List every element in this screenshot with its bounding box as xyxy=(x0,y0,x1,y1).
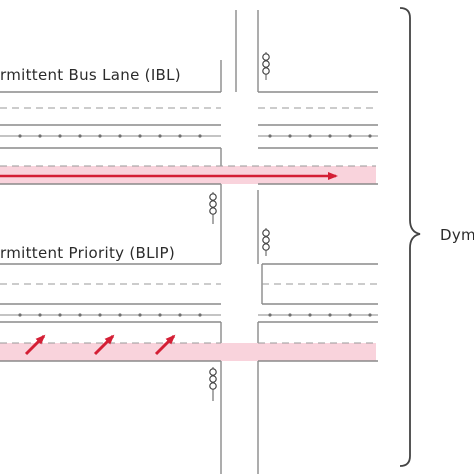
side-label: Dym xyxy=(440,226,474,244)
lane-marker-row xyxy=(0,134,378,138)
blip-bus-lane xyxy=(0,343,376,361)
traffic-signal-icon xyxy=(262,52,270,80)
traffic-signal-icon xyxy=(209,192,217,224)
lane-arrow-icon xyxy=(93,334,115,356)
lane-arrow-icon xyxy=(154,334,176,356)
ibl-label: rmittent Bus Lane (IBL) xyxy=(0,66,181,84)
blip-label: rmittent Priority (BLIP) xyxy=(0,244,175,262)
traffic-signal-icon xyxy=(209,367,217,401)
blip-section: rmittent Priority (BLIP) xyxy=(0,244,378,362)
lane-arrow-icon xyxy=(24,334,46,356)
ibl-section: rmittent Bus Lane (IBL) xyxy=(0,60,378,185)
lane-marker-row xyxy=(0,313,378,317)
curly-brace-icon xyxy=(399,7,421,467)
traffic-signal-icon xyxy=(262,228,270,256)
cross-street xyxy=(220,10,259,474)
